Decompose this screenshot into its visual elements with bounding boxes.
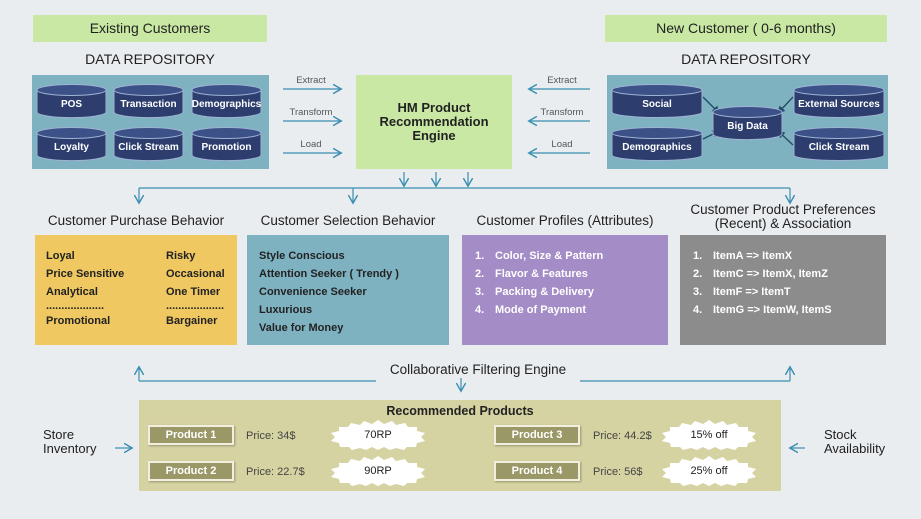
datastore-label: Big Data xyxy=(727,121,768,132)
selection-behavior-title: Customer Selection Behavior xyxy=(260,213,436,228)
product-3-price: Price: 44.2$ xyxy=(593,430,652,442)
recommendation-engine: HM Product Recommendation Engine xyxy=(356,75,512,169)
product-3-button[interactable]: Product 3 xyxy=(494,425,580,445)
engine-line-3: Engine xyxy=(412,128,456,143)
list-item: 1.ItemA => ItemX xyxy=(693,250,793,262)
datastore-promotion: Promotion xyxy=(191,127,262,161)
datastore-label: Loyalty xyxy=(53,142,89,153)
list-item: Occasional xyxy=(166,268,225,280)
extract-label-right: Extract xyxy=(547,75,577,86)
transform-label-left: Transform xyxy=(289,107,333,118)
datastore-click-stream-new: Click Stream xyxy=(793,127,885,161)
datastore-click-stream: Click Stream xyxy=(113,127,184,161)
list-item: Loyal xyxy=(46,250,75,262)
datastore-social: Social xyxy=(611,84,703,118)
list-item: ................... xyxy=(46,300,105,312)
preferences-title-line-1: Customer Product Preferences xyxy=(690,202,876,217)
list-item: 4.Mode of Payment xyxy=(475,304,587,316)
datastore-label: External Sources xyxy=(798,99,880,110)
product-4-price: Price: 56$ xyxy=(593,466,643,478)
list-item: Analytical xyxy=(46,286,98,298)
product-2-price: Price: 22.7$ xyxy=(246,466,305,478)
purchase-right-list: Risky Occasional One Timer .............… xyxy=(166,247,225,330)
list-item: 4.ItemG => ItemW, ItemS xyxy=(693,304,832,316)
recommended-products-panel: Recommended Products Product 1 Price: 34… xyxy=(139,400,781,491)
list-item: 3.ItemF => ItemT xyxy=(693,286,791,298)
datastore-label: Click Stream xyxy=(808,142,870,153)
list-item: 3.Packing & Delivery xyxy=(475,286,595,298)
datastore-label: Demographics xyxy=(191,99,262,110)
product-1-offer-badge: 70RP xyxy=(330,420,426,450)
datastore-label: Promotion xyxy=(201,142,252,153)
list-item: ................... xyxy=(166,300,225,312)
list-item: Attention Seeker ( Trendy ) xyxy=(259,268,399,280)
existing-repo-heading: DATA REPOSITORY xyxy=(85,51,215,67)
transform-label-right: Transform xyxy=(540,107,584,118)
customer-profiles-box: 1.Color, Size & Pattern 2.Flavor & Featu… xyxy=(462,235,668,345)
list-item: Value for Money xyxy=(259,322,344,334)
list-item: 2.ItemC => ItemX, ItemZ xyxy=(693,268,828,280)
list-item: 2.Flavor & Features xyxy=(475,268,588,280)
list-item: Price Sensitive xyxy=(46,268,125,280)
recommended-products-title: Recommended Products xyxy=(386,404,534,418)
datastore-loyalty: Loyalty xyxy=(36,127,107,161)
preferences-title-line-2: (Recent) & Association xyxy=(714,216,852,231)
new-customer-label: New Customer ( 0-6 months) xyxy=(605,15,887,42)
purchase-behavior-title: Customer Purchase Behavior xyxy=(47,213,225,228)
purchase-left-list: Loyal Price Sensitive Analytical .......… xyxy=(46,247,124,330)
list-item: Style Conscious xyxy=(259,250,345,262)
product-2-offer-badge: 90RP xyxy=(330,456,426,486)
product-4-button[interactable]: Product 4 xyxy=(494,461,580,481)
collaborative-filtering-label: Collaborative Filtering Engine xyxy=(389,362,567,377)
profiles-list: 1.Color, Size & Pattern 2.Flavor & Featu… xyxy=(475,247,603,319)
selection-behavior-box: Style Conscious Attention Seeker ( Trend… xyxy=(247,235,449,345)
product-1-price: Price: 34$ xyxy=(246,430,296,442)
new-data-repository: Social Big Data External Sources Demogra… xyxy=(607,75,888,169)
product-preferences-box: 1.ItemA => ItemX 2.ItemC => ItemX, ItemZ… xyxy=(680,235,886,345)
datastore-label: Social xyxy=(642,99,672,110)
product-2-button[interactable]: Product 2 xyxy=(148,461,234,481)
datastore-demographics: Demographics xyxy=(191,84,262,118)
load-label-right: Load xyxy=(551,139,573,150)
datastore-pos: POS xyxy=(36,84,107,118)
store-inventory-label: Store Inventory xyxy=(43,428,96,456)
stock-availability-line-1: Stock xyxy=(824,427,857,442)
datastore-demographics-new: Demographics xyxy=(611,127,703,161)
store-inventory-line-2: Inventory xyxy=(43,441,97,456)
datastore-transaction: Transaction xyxy=(113,84,184,118)
list-item: 1.Color, Size & Pattern xyxy=(475,250,604,262)
existing-customers-label: Existing Customers xyxy=(33,15,267,42)
datastore-label: Transaction xyxy=(120,99,177,110)
datastore-external-sources: External Sources xyxy=(793,84,885,118)
store-inventory-line-1: Store xyxy=(43,427,75,442)
list-item: Luxurious xyxy=(259,304,313,316)
engine-line-2: Recommendation xyxy=(379,114,489,129)
product-preferences-title: Customer Product Preferences (Recent) & … xyxy=(680,203,886,231)
stock-availability-line-2: Availability xyxy=(824,441,886,456)
datastore-big-data: Big Data xyxy=(712,106,783,140)
stock-availability-label: Stock Availability xyxy=(824,428,885,456)
load-label-left: Load xyxy=(300,139,322,150)
datastore-label: POS xyxy=(60,99,83,110)
list-item: Convenience Seeker xyxy=(259,286,367,298)
list-item: One Timer xyxy=(166,286,221,298)
engine-line-1: HM Product xyxy=(397,100,471,115)
purchase-behavior-box: Loyal Price Sensitive Analytical .......… xyxy=(35,235,237,345)
product-4-offer-badge: 25% off xyxy=(661,456,757,486)
datastore-label: Click Stream xyxy=(118,142,179,153)
datastore-label: Demographics xyxy=(622,142,692,153)
list-item: Promotional xyxy=(46,315,111,327)
extract-label-left: Extract xyxy=(296,75,326,86)
customer-profiles-title: Customer Profiles (Attributes) xyxy=(476,213,654,228)
existing-data-repository: POS Transaction Demographics Loyalty Cli… xyxy=(32,75,269,169)
product-3-offer-badge: 15% off xyxy=(661,420,757,450)
list-item: Bargainer xyxy=(166,315,218,327)
list-item: Risky xyxy=(166,250,196,262)
product-1-button[interactable]: Product 1 xyxy=(148,425,234,445)
new-repo-heading: DATA REPOSITORY xyxy=(681,51,811,67)
selection-list: Style Conscious Attention Seeker ( Trend… xyxy=(259,247,399,337)
preferences-list: 1.ItemA => ItemX 2.ItemC => ItemX, ItemZ… xyxy=(693,247,832,319)
